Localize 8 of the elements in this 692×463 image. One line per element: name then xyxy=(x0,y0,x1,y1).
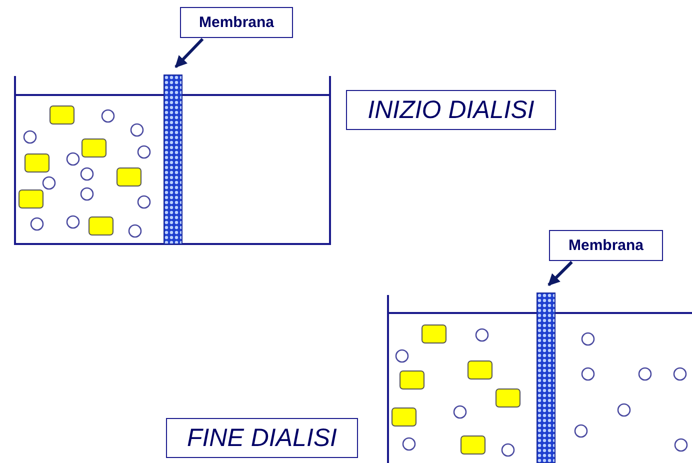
stage-title: INIZIO DIALISI xyxy=(346,90,556,130)
stage-title: FINE DIALISI xyxy=(166,418,358,458)
callout-label: Membrana xyxy=(549,230,663,261)
callout-label: Membrana xyxy=(180,7,293,38)
arrow xyxy=(548,260,573,286)
membrane-bar xyxy=(164,74,182,244)
arrow xyxy=(174,38,204,68)
membrane-bar xyxy=(536,292,556,463)
